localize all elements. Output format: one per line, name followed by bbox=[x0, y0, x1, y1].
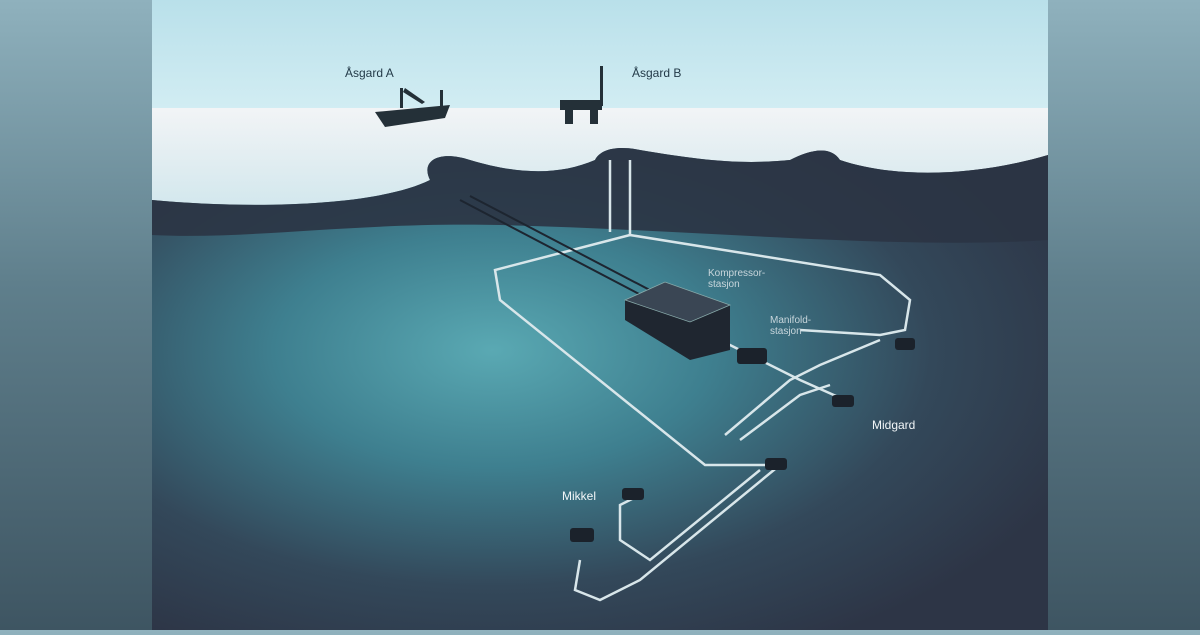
underwater bbox=[152, 148, 1048, 630]
asgard-a-ship-icon bbox=[375, 88, 450, 127]
wave-crest bbox=[152, 148, 1048, 243]
label-asgard-a: Åsgard A bbox=[345, 66, 394, 80]
label-mikkel: Mikkel bbox=[562, 489, 597, 503]
export-pipelines bbox=[459, 195, 666, 306]
label-manifold: Manifold- stasjon bbox=[770, 315, 812, 337]
compressor-station bbox=[623, 281, 732, 360]
label-kompressor: Kompressor- stasjon bbox=[708, 268, 766, 290]
subsea-templates bbox=[570, 338, 915, 542]
pipelines bbox=[493, 160, 912, 602]
label-midgard: Midgard bbox=[872, 418, 916, 432]
label-asgard-b: Åsgard B bbox=[632, 66, 682, 80]
asgard-b-platform-icon bbox=[560, 66, 603, 124]
